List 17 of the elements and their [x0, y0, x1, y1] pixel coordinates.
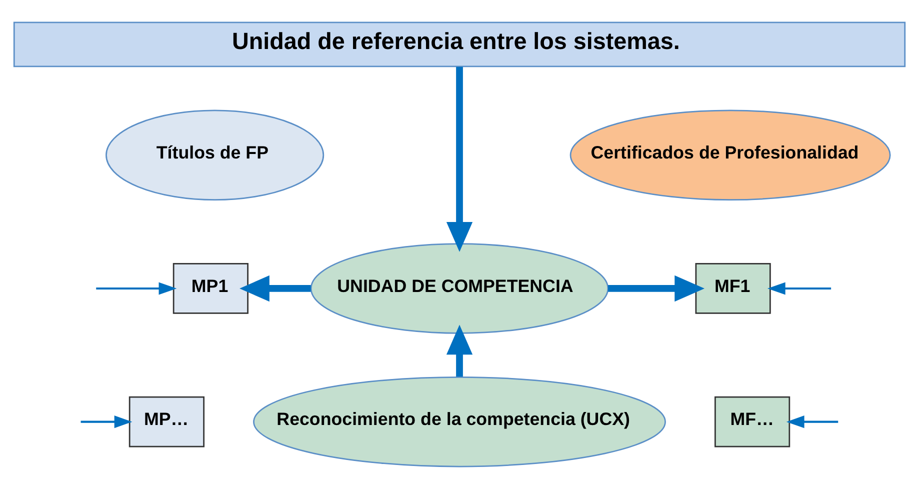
arrow — [767, 282, 832, 294]
arrow — [446, 324, 473, 376]
node-ellipse: UNIDAD DE COMPETENCIA — [310, 242, 609, 334]
node-ellipse: Reconocimiento de la competencia (UCX) — [253, 376, 666, 467]
node-ellipse: Certificados de Profesionalidad — [570, 109, 891, 200]
node-box: Unidad de referencia entre los sistemas. — [13, 21, 906, 67]
arrow — [80, 415, 132, 428]
arrow — [96, 282, 177, 294]
arrow — [786, 415, 838, 428]
node-box: MP… — [128, 396, 204, 447]
node-box: MP1 — [172, 262, 248, 314]
arrow — [446, 66, 473, 252]
node-box: MF1 — [695, 262, 771, 314]
node-ellipse: Títulos de FP — [106, 109, 324, 200]
arrow — [240, 274, 311, 302]
arrow — [608, 274, 704, 302]
node-box: MF… — [714, 396, 790, 447]
